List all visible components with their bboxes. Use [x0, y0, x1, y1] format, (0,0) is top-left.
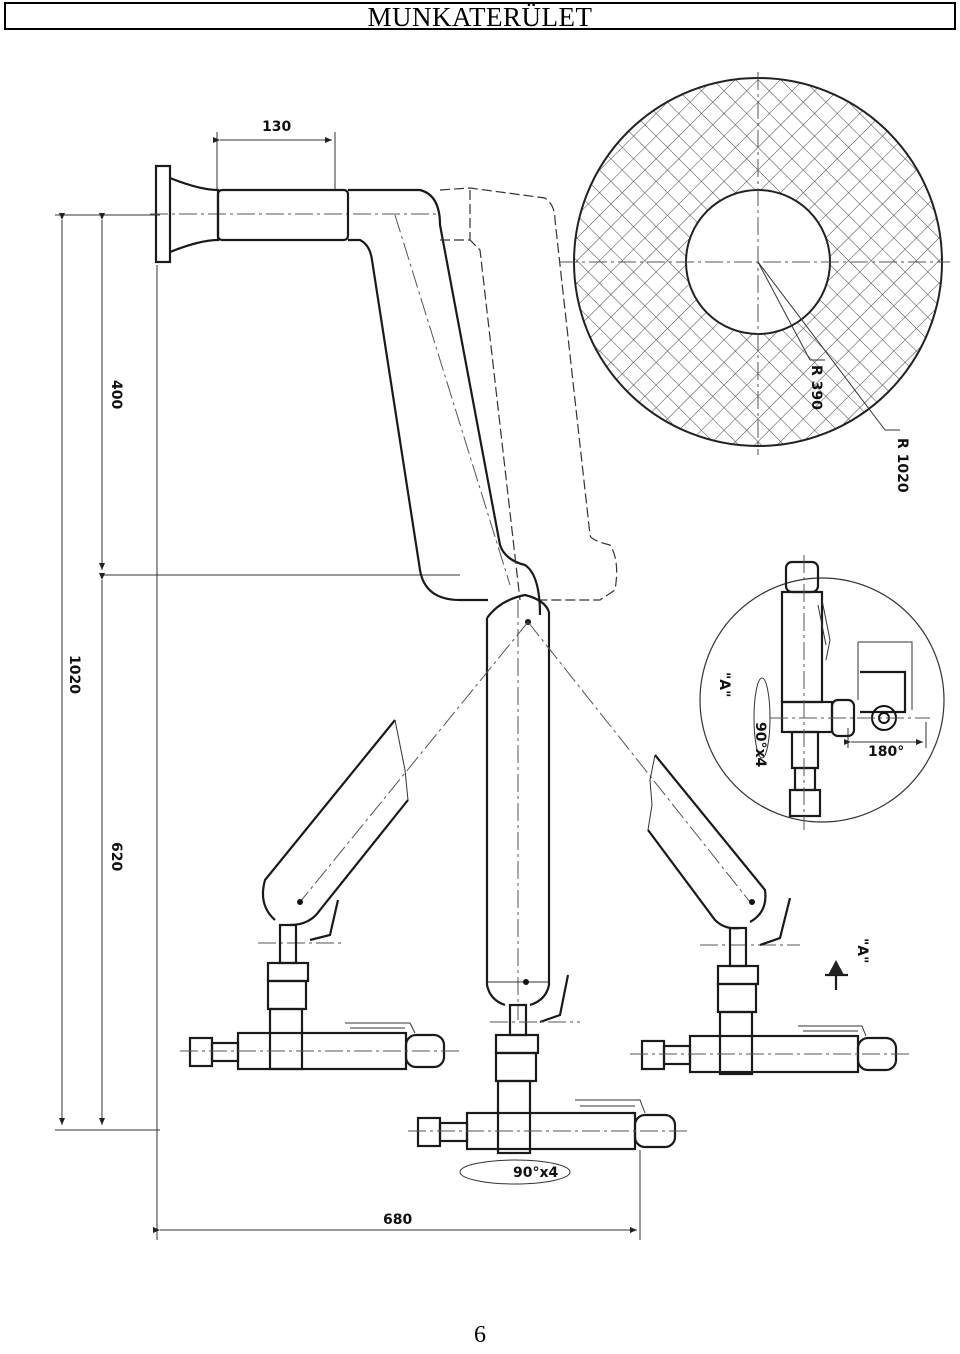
- radius-outer-label: R 1020: [894, 438, 910, 493]
- bottom-dimension: 680: [153, 265, 641, 1240]
- page-title: MUNKATERÜLET: [367, 2, 593, 32]
- wall-mount: [150, 164, 440, 264]
- upper-arm: [216, 188, 542, 616]
- right-arm: [647, 754, 800, 946]
- page-header: MUNKATERÜLET: [4, 2, 956, 32]
- dimension-130: 130: [262, 119, 291, 135]
- view-arrow-a: "A": [825, 938, 870, 990]
- page-number: 6: [474, 1322, 486, 1348]
- dimension-620: 620: [108, 842, 124, 871]
- left-arm: [258, 719, 409, 944]
- rotation-label-bottom: 90°x4: [513, 1165, 559, 1181]
- work-area-diagram: R 390 R 1020: [560, 72, 950, 493]
- detail-view-label: "A": [716, 672, 732, 697]
- upper-arm-alt: [439, 187, 618, 601]
- dimension-1020: 1020: [66, 655, 82, 694]
- view-arrow-label: "A": [854, 938, 870, 963]
- tool-holder-right: [630, 897, 910, 1076]
- radius-inner-label: R 390: [808, 365, 824, 410]
- tool-holder-center: 90°x4: [408, 974, 690, 1185]
- dimension-680: 680: [383, 1212, 412, 1228]
- detail-angle-label: 180°: [868, 744, 904, 760]
- vertical-dimensions: 400 1020 620: [55, 213, 460, 1131]
- top-dimension: 130: [213, 119, 336, 190]
- dimension-400: 400: [108, 380, 124, 409]
- lower-arm: [299, 593, 751, 1020]
- tool-holder-left: [180, 899, 460, 1071]
- detail-rotation-label: 90°x4: [752, 722, 768, 768]
- detail-view-a: 180° 90°x4 "A": [699, 555, 945, 830]
